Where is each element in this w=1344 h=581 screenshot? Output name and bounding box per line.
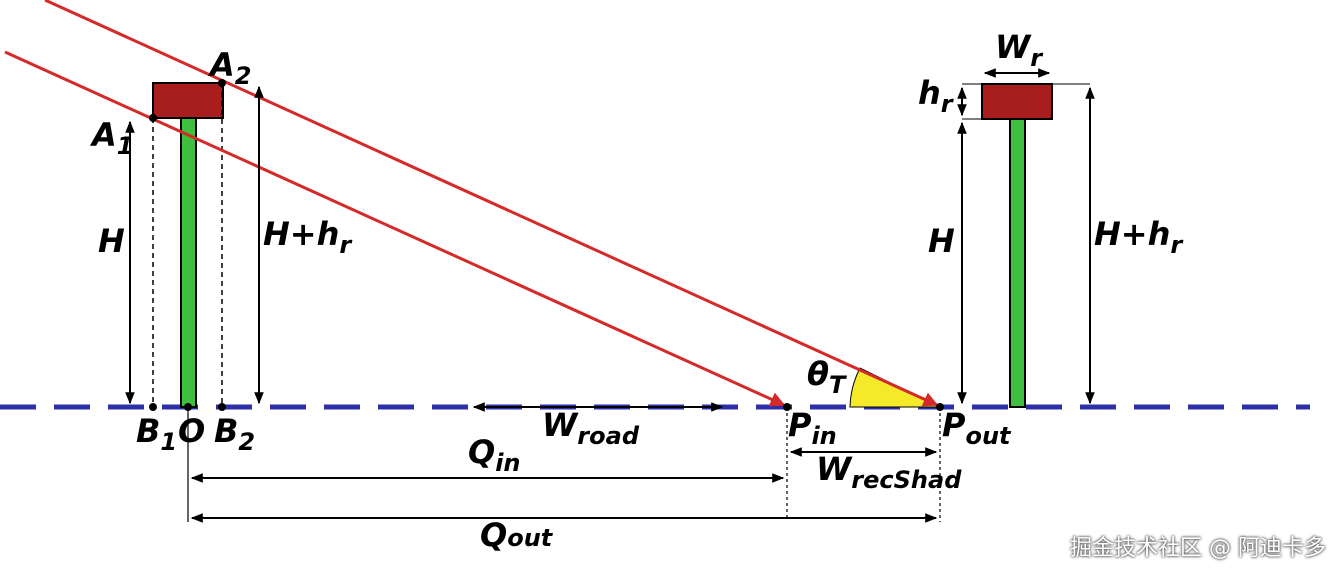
left-roof xyxy=(152,82,224,119)
label-w-road: Wroad xyxy=(542,406,640,450)
label-p-in: Pin xyxy=(788,406,837,450)
label-w-recshad: WrecShad xyxy=(816,450,962,494)
point-pout xyxy=(936,403,944,411)
point-o xyxy=(184,403,192,411)
watermark: 掘金技术社区 @ 阿迪卡多 xyxy=(1070,536,1326,561)
label-b1: B1 xyxy=(136,412,177,456)
right-roof xyxy=(981,83,1053,120)
label-hr: hr xyxy=(918,74,955,118)
label-o: O xyxy=(178,412,205,450)
left-pole xyxy=(180,116,197,408)
label-a1: A1 xyxy=(89,116,133,160)
label-h-right: H xyxy=(928,222,955,260)
point-a1 xyxy=(149,114,157,122)
point-a2 xyxy=(218,79,226,87)
label-p-out: Pout xyxy=(942,406,1012,450)
right-pole xyxy=(1009,116,1026,408)
label-h-plus-hr-left: H+hr xyxy=(263,215,353,259)
label-b2: B2 xyxy=(214,412,255,456)
label-a2: A2 xyxy=(207,46,251,90)
label-wr: Wr xyxy=(995,28,1044,72)
label-h-plus-hr-right: H+hr xyxy=(1094,215,1184,259)
label-theta-t: θT xyxy=(807,355,847,399)
label-q-out: Qout xyxy=(480,516,554,554)
sun-ray-outer xyxy=(44,0,939,407)
label-q-in: Qin xyxy=(468,433,521,477)
point-b2 xyxy=(218,403,226,411)
point-pin xyxy=(783,403,791,411)
sun-ray-inner xyxy=(4,50,786,407)
point-b1 xyxy=(149,403,157,411)
label-h-left: H xyxy=(98,222,125,260)
